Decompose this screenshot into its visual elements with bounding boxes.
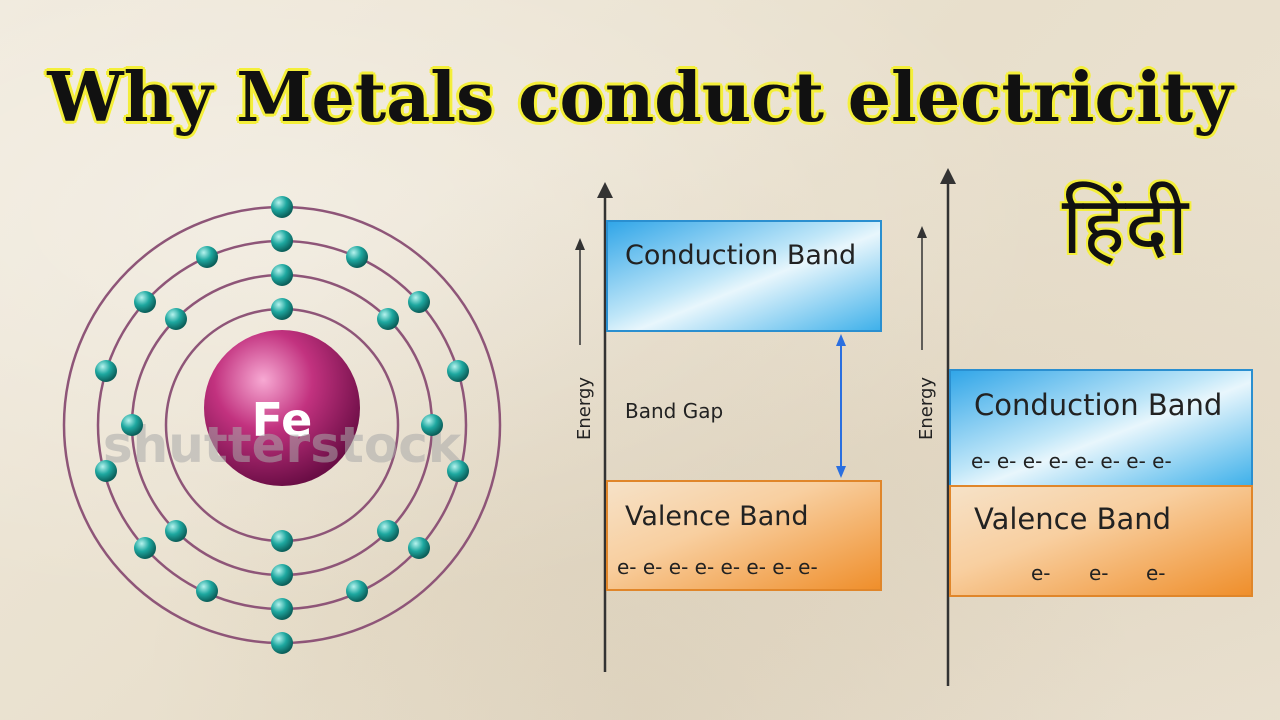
- electron: [346, 580, 368, 602]
- energy-label-right: Energy: [916, 377, 937, 440]
- band-diagram-metal: Energy Conduction Band e- e- e- e- e- e-…: [916, 168, 1253, 686]
- electron: [121, 414, 143, 436]
- energy-label-left: Energy: [574, 377, 595, 440]
- electron: [377, 520, 399, 542]
- electron: [134, 537, 156, 559]
- electron: [408, 291, 430, 313]
- electron: [271, 264, 293, 286]
- electron: [271, 196, 293, 218]
- valence-band-label-right: Valence Band: [974, 502, 1171, 536]
- conduction-band-right: [949, 369, 1253, 487]
- electron: [271, 564, 293, 586]
- axis-arrow-icon: [940, 168, 956, 184]
- nucleus: [204, 330, 360, 486]
- valence-electron-right-2: e-: [1089, 561, 1109, 585]
- conduction-band-label-left: Conduction Band: [625, 240, 856, 271]
- conduction-band-label-right: Conduction Band: [974, 388, 1222, 422]
- electron: [447, 460, 469, 482]
- page-title: Why Metals conduct electricity: [47, 58, 1233, 138]
- energy-arrow-icon: [575, 238, 585, 250]
- band-diagram-insulator: Energy Conduction Band Band Gap Valence …: [574, 182, 882, 672]
- electron: [165, 308, 187, 330]
- electron: [271, 298, 293, 320]
- electron: [134, 291, 156, 313]
- electron: [271, 230, 293, 252]
- electron: [447, 360, 469, 382]
- watermark: shutterstock: [103, 416, 463, 474]
- electron: [165, 520, 187, 542]
- gap-arrow-up-icon: [836, 334, 846, 346]
- electron: [196, 580, 218, 602]
- axis-arrow-icon: [597, 182, 613, 198]
- electron: [408, 537, 430, 559]
- gap-arrow-down-icon: [836, 466, 846, 478]
- electron: [377, 308, 399, 330]
- valence-electrons-left: e- e- e- e- e- e- e- e-: [617, 555, 818, 579]
- energy-arrow-icon: [917, 226, 927, 238]
- valence-band-left: [606, 480, 882, 591]
- electron: [271, 530, 293, 552]
- language-label: हिंदी: [1061, 179, 1189, 272]
- conduction-electrons-right: e- e- e- e- e- e- e- e-: [971, 449, 1172, 473]
- valence-electron-right-1: e-: [1031, 561, 1051, 585]
- valence-band-label-left: Valence Band: [625, 501, 809, 532]
- electron: [95, 360, 117, 382]
- band-gap-label: Band Gap: [625, 399, 723, 423]
- electron: [196, 246, 218, 268]
- electron: [271, 598, 293, 620]
- electron: [271, 632, 293, 654]
- electron: [346, 246, 368, 268]
- electron: [95, 460, 117, 482]
- valence-band-right: [949, 485, 1253, 597]
- electron: [421, 414, 443, 436]
- atom-model: Fe shutterstock: [62, 196, 502, 654]
- electron-group: [95, 196, 469, 654]
- element-symbol: Fe: [252, 393, 313, 447]
- conduction-band-left: [606, 220, 882, 332]
- valence-electron-right-3: e-: [1146, 561, 1166, 585]
